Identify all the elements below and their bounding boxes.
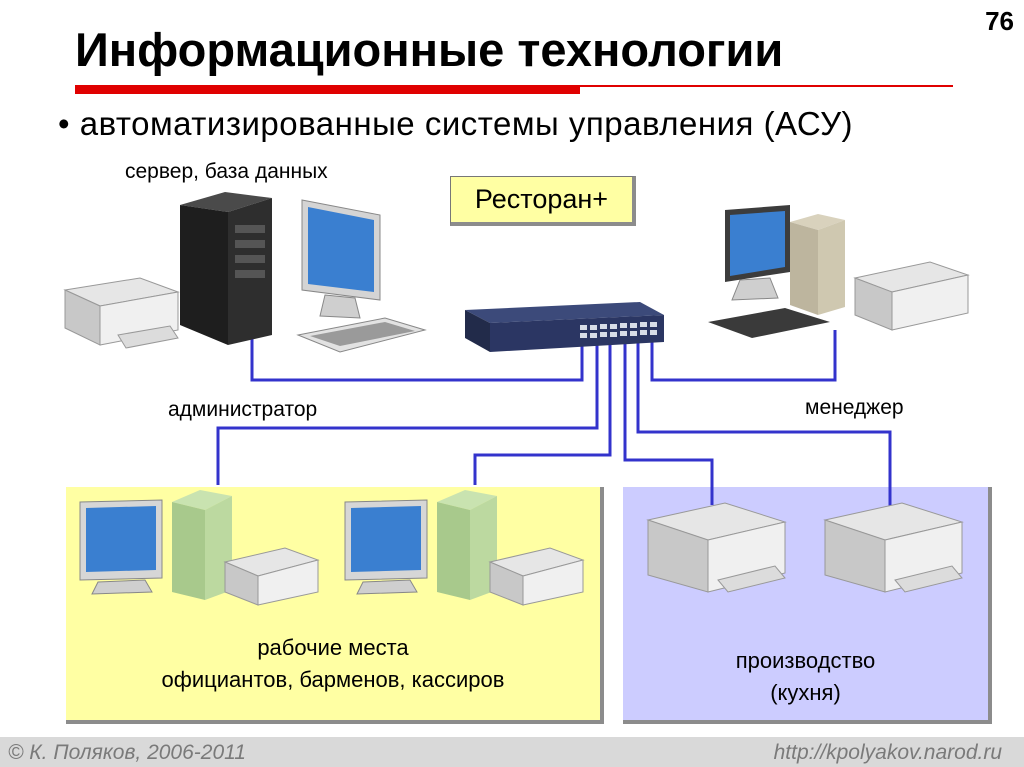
workstation-2-printer-icon — [488, 547, 585, 606]
production-caption: производство (кухня) — [623, 645, 988, 709]
manager-keyboard-icon — [708, 308, 830, 338]
manager-tower-icon — [790, 214, 845, 315]
server-tower-icon — [180, 192, 272, 345]
workstations-caption-line2: официантов, барменов, кассиров — [161, 667, 505, 692]
cable-workstation-1 — [216, 335, 599, 485]
cable-manager — [650, 330, 837, 382]
manager-monitor-icon — [725, 205, 790, 301]
software-name-box: Ресторан+ — [450, 176, 636, 226]
manager-printer-icon — [853, 261, 970, 331]
slide-number: 76 — [985, 6, 1014, 36]
monitor-icon — [301, 199, 381, 319]
bullet-point: • автоматизированные системы управления … — [58, 105, 854, 142]
footer-bar — [0, 737, 1024, 767]
manager-label: менеджер — [805, 396, 904, 419]
printer-icon — [63, 277, 180, 349]
workstation-1-icon — [79, 490, 232, 600]
workstation-2-icon — [344, 490, 497, 600]
production-caption-line2: (кухня) — [770, 680, 841, 705]
network-cables — [216, 330, 892, 510]
workstation-1-printer-icon — [223, 547, 320, 606]
cable-server — [250, 335, 584, 382]
title-underline-line — [580, 85, 953, 87]
footer-url: http://kpolyakov.narod.ru — [773, 741, 1002, 764]
cable-kitchen-printer-2 — [636, 335, 892, 510]
server-label: сервер, база данных — [125, 160, 328, 183]
production-caption-line1: производство — [735, 648, 876, 673]
footer-author: © К. Поляков, 2006-2011 — [8, 741, 246, 764]
workstations-caption-line1: рабочие места — [257, 635, 409, 660]
network-switch-icon — [465, 302, 664, 352]
kitchen-printer-2-icon — [823, 502, 964, 593]
keyboard-icon — [296, 317, 427, 353]
title-underline-bar — [75, 85, 580, 94]
workstations-caption: рабочие места официантов, барменов, касс… — [66, 632, 600, 696]
cable-workstation-2 — [473, 335, 612, 485]
kitchen-printer-1-icon — [646, 502, 787, 593]
slide-title: Информационные технологии — [75, 23, 784, 76]
cable-kitchen-printer-1 — [623, 335, 714, 505]
admin-label: администратор — [168, 398, 318, 421]
